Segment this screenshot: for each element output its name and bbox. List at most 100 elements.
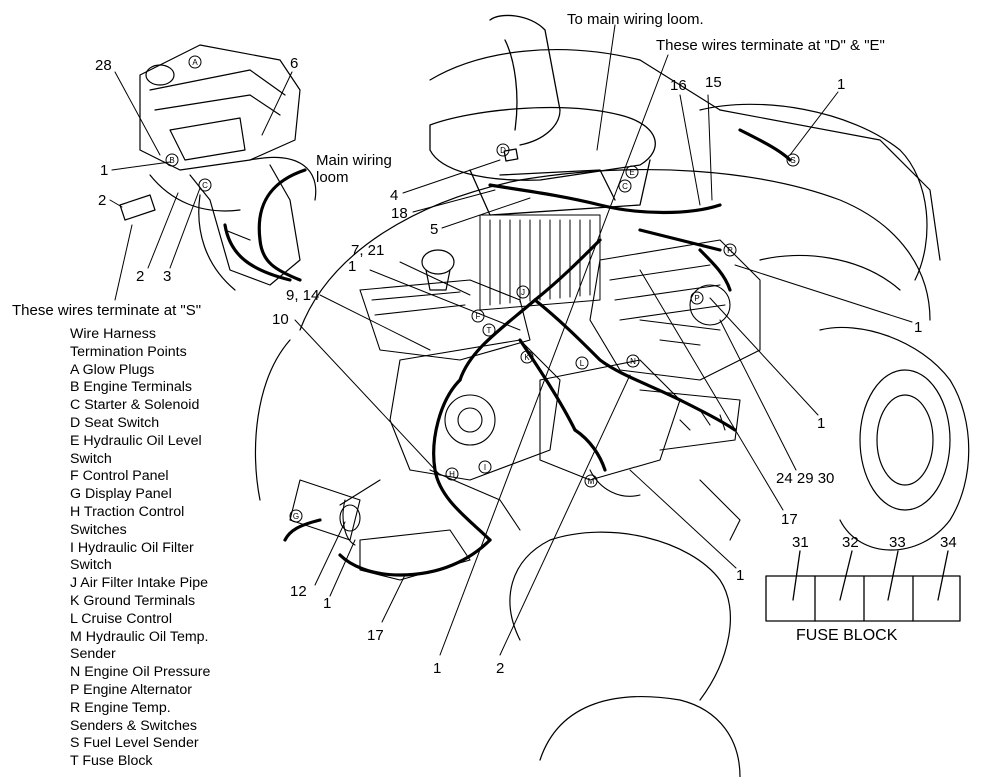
callout-3: 3 (163, 268, 172, 285)
callout-2-bottom: 2 (496, 660, 505, 677)
svg-text:F: F (476, 312, 481, 321)
legend-line: P Engine Alternator (70, 681, 192, 698)
callout-2-left: 2 (98, 192, 107, 209)
terminal-f-marker: F (471, 309, 485, 323)
legend-line: L Cruise Control (70, 610, 172, 627)
legend-line: M Hydraulic Oil Temp. (70, 628, 209, 645)
terminal-l-marker: L (575, 356, 589, 370)
callout-12: 12 (290, 583, 307, 600)
note-to-main-loom: To main wiring loom. (567, 11, 704, 28)
svg-text:A: A (192, 58, 198, 67)
svg-text:C: C (622, 182, 628, 191)
note-terminate-d-e: These wires terminate at "D" & "E" (656, 37, 885, 54)
legend-line: Switch (70, 450, 112, 467)
svg-text:G: G (293, 512, 299, 521)
terminal-h-marker: H (445, 467, 459, 481)
leader-lines (109, 24, 913, 656)
terminal-p-marker: P (690, 291, 704, 305)
legend-line: C Starter & Solenoid (70, 397, 200, 414)
note-main-wiring-loom: Main wiring loom (316, 152, 392, 186)
terminal-c-marker: C (198, 178, 212, 192)
wire-harness (223, 128, 792, 577)
callout-5: 5 (430, 221, 439, 238)
terminal-d-marker: D (496, 143, 510, 157)
svg-text:R: R (727, 246, 733, 255)
svg-text:J: J (521, 288, 525, 297)
callout-17-bottom: 17 (367, 627, 384, 644)
terminal-markers: A B C D E C S R P J F T K L N H I M G (165, 55, 800, 523)
callout-7-21: 7, 21 (351, 242, 385, 259)
reservoir (421, 249, 455, 291)
legend-line: I Hydraulic Oil Filter (70, 539, 194, 556)
note-terminate-s: These wires terminate at "S" (12, 302, 202, 319)
svg-text:D: D (500, 146, 506, 155)
legend-line: T Fuse Block (70, 753, 153, 770)
legend-line: J Air Filter Intake Pipe (70, 575, 208, 592)
callout-9-14: 9, 14 (286, 287, 320, 304)
callout-1-right-1: 1 (914, 319, 923, 336)
callout-28: 28 (95, 57, 112, 74)
fuse-31-label: 31 (792, 534, 809, 551)
engine-inset (119, 44, 317, 291)
svg-text:K: K (524, 353, 530, 362)
callout-4: 4 (390, 187, 399, 204)
legend-line: B Engine Terminals (70, 379, 192, 396)
callout-16: 16 (670, 77, 687, 94)
svg-text:C: C (202, 181, 208, 190)
terminal-n-marker: N (626, 354, 640, 368)
legend-line: A Glow Plugs (70, 361, 155, 378)
callout-10: 10 (272, 311, 289, 328)
fuse-block (765, 550, 961, 622)
terminal-a-marker: A (188, 55, 202, 69)
legend-line: R Engine Temp. (70, 699, 171, 716)
machine-body (254, 49, 970, 777)
legend-line: N Engine Oil Pressure (70, 664, 211, 681)
callout-1-bottom-left: 1 (323, 595, 332, 612)
callout-1-right-low: 1 (736, 567, 745, 584)
callout-24-29-30: 24 29 30 (776, 470, 835, 487)
legend-line: K Ground Terminals (70, 592, 196, 609)
terminal-e-marker: E (625, 165, 639, 179)
svg-text:N: N (630, 357, 636, 366)
legend-line: D Seat Switch (70, 414, 160, 431)
legend-line: Sender (70, 646, 116, 663)
legend-line: E Hydraulic Oil Level (70, 432, 202, 449)
svg-text:L: L (580, 359, 585, 368)
terminal-b-marker: B (165, 153, 179, 167)
fuse-33-label: 33 (889, 534, 906, 551)
terminal-r-marker: R (723, 243, 737, 257)
callout-1-valve: 1 (348, 258, 357, 275)
terminal-j-marker: J (516, 285, 530, 299)
terminal-t-marker: T (482, 323, 496, 337)
terminal-c2-marker: C (618, 179, 632, 193)
svg-text:P: P (694, 294, 699, 303)
legend-line: H Traction Control (70, 503, 185, 520)
legend-line: G Display Panel (70, 486, 172, 503)
fuse-block-caption: FUSE BLOCK (796, 627, 898, 644)
svg-text:M: M (588, 477, 595, 486)
svg-text:T: T (487, 326, 492, 335)
engine-bay (289, 239, 761, 581)
callout-1-bottom: 1 (433, 660, 442, 677)
legend-line: Switch (70, 557, 112, 574)
callout-17-right: 17 (781, 511, 798, 528)
callout-2-left-low: 2 (136, 268, 145, 285)
svg-text:I: I (484, 463, 486, 472)
legend-line: Senders & Switches (70, 717, 197, 734)
legend-line: Termination Points (70, 343, 187, 360)
terminal-g-marker: G (289, 509, 303, 523)
svg-text:H: H (449, 470, 455, 479)
callout-6: 6 (290, 55, 299, 72)
legend-line: Switches (70, 521, 127, 538)
callout-1-engine: 1 (100, 162, 109, 179)
legend-line: Wire Harness (70, 326, 156, 342)
callout-1-right-2: 1 (817, 415, 826, 432)
terminal-i-marker: I (478, 460, 492, 474)
svg-text:E: E (629, 168, 634, 177)
terminal-s-marker: S (786, 153, 800, 167)
callout-1-top-right: 1 (837, 76, 846, 93)
callout-18: 18 (391, 205, 408, 222)
fuse-34-label: 34 (940, 534, 957, 551)
